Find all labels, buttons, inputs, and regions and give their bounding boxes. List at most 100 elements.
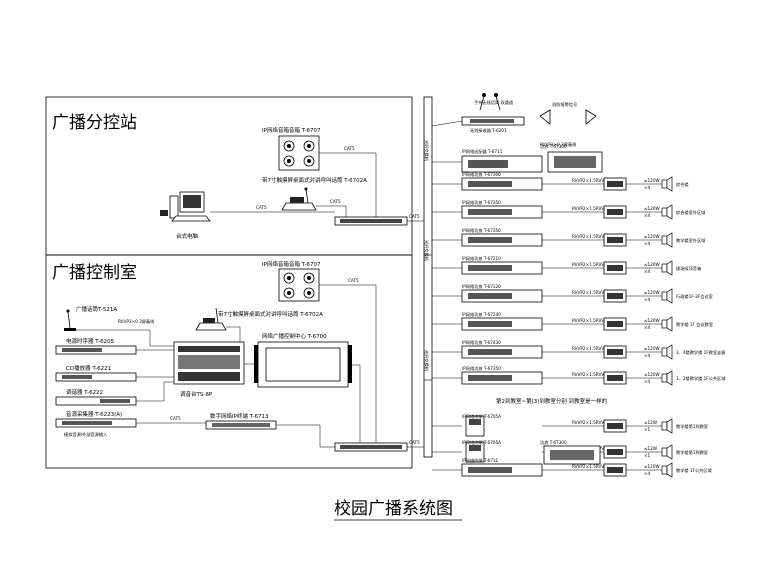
ctrl-paging-label: 带7寸触摸屏桌面式对讲呼叫话筒 T-6702A	[218, 310, 323, 318]
sub-switch	[334, 216, 408, 226]
zone-power-label: ≤120W	[644, 318, 660, 323]
zone-module-label: IP网络终端 T-6711	[462, 457, 499, 464]
speaker-cone-icon	[666, 462, 673, 478]
switch-top-label: 光纤交换机	[423, 140, 430, 162]
mixer-device	[173, 341, 245, 385]
trunk-switch-column: 光纤交换机 光纤交换机 光纤交换机	[423, 96, 433, 458]
zone-count-label: ×4	[644, 241, 651, 246]
ctrl-switch	[334, 442, 408, 452]
zone-count-label: ×4	[644, 185, 651, 190]
zone-power-label: ≤12W	[644, 420, 657, 425]
sub-cable-d: CAT5	[409, 214, 420, 219]
amp-bottom-label: 功放 T-6T300	[540, 439, 567, 446]
wireless-mic-label: 手持无线话筒 双通道	[474, 99, 514, 106]
zone-count-label: ×1	[644, 453, 651, 458]
ctrl-speaker-label: IP网络音箱音箱 T-6707	[262, 260, 321, 268]
sequencer-device	[55, 345, 137, 355]
zone-power-panel	[607, 423, 623, 429]
ipcodec-device	[55, 418, 137, 428]
zone-cable-label: RVVP2×1.5RVV线	[572, 371, 609, 377]
wireless-receiver	[461, 116, 525, 126]
ctrl-paging-console	[195, 307, 227, 331]
speaker-cone-icon	[666, 204, 673, 220]
zone-module-label: IP网络功放 T-67210	[462, 255, 501, 262]
zone-count-label: ×4	[644, 471, 651, 476]
zone-name-label: 综合楼	[676, 181, 689, 188]
zone-name-label: 教学楼 1F公共区域	[676, 467, 713, 474]
zone-power-panel	[607, 449, 623, 455]
mixer-label: 调音台TS-8P	[180, 390, 213, 398]
zone-module-panel	[468, 181, 512, 187]
zone-count-label: ×4	[644, 379, 651, 384]
zone-module-label: IP网络功放 T-67350	[462, 365, 501, 372]
speaker-cone-icon	[666, 444, 673, 460]
ctrl-speaker-pair	[278, 268, 320, 302]
sub-cable-a: CAT5	[344, 146, 355, 151]
zone-count-label: ×1	[644, 427, 651, 432]
switch-mid-label: 光纤交换机	[423, 240, 430, 262]
control-room-frame	[45, 254, 413, 469]
sequencer-label: 电源时序器 T-6205	[66, 337, 115, 345]
speaker-cone-icon	[666, 418, 673, 434]
speaker-icon	[661, 447, 668, 457]
zone-power-label: ≤120W	[644, 372, 660, 377]
zone-cable-label: RVVP2×1.5RVV线	[572, 289, 609, 295]
cd-player-device	[55, 372, 137, 382]
speaker-icon	[661, 465, 668, 475]
broadcast-note: 第2到教室~第(3)到教室分别 到教室是一样的	[496, 397, 608, 405]
control-room-heading: 广播控制室	[52, 263, 137, 283]
zone-power-label: ≤120W	[644, 206, 660, 211]
pc-label: 台式电脑	[176, 232, 199, 240]
pc-computer-icon	[160, 191, 211, 222]
zone-name-label: 教学楼室外区域	[676, 237, 706, 244]
zone-module-panel	[468, 265, 512, 271]
zone-power-label: ≤12W	[644, 446, 657, 451]
speaker-icon	[661, 179, 668, 189]
sub-speaker-label: IP网络音箱音箱 T-6707	[262, 126, 321, 134]
zone-power-label: ≤120W	[644, 262, 660, 267]
speaker-icon	[661, 319, 668, 329]
cable-note: RVVP3×0.3屏蔽线	[118, 318, 155, 325]
zone-count-label: ×4	[644, 297, 651, 302]
zone-power-label: ≤120W	[644, 178, 660, 183]
zone-module-panel	[468, 293, 512, 299]
zone-module-panel	[468, 209, 512, 215]
fire-alarm-horn-icons	[539, 109, 597, 125]
terminal-device	[205, 420, 277, 430]
ctrl-cable-c: CAT5	[409, 440, 420, 445]
ipcodec-sub: 模拟音源/外部音源输入	[64, 431, 108, 438]
zone-module-panel	[468, 321, 512, 327]
sub-cable-b: CAT5	[330, 199, 341, 204]
zone-module-label: IP网络功放 T-67120	[462, 283, 501, 290]
server-device	[254, 341, 352, 388]
wireless-mic-group	[479, 93, 501, 111]
cable-top-label: RVVP3×0.3屏蔽线	[540, 141, 577, 148]
zone-name-label: 教学楼第1到教室	[676, 449, 708, 456]
zone-count-label: ×4	[644, 213, 651, 218]
zone-power-panel	[607, 321, 623, 327]
zone-power-label: ≤120W	[644, 464, 660, 469]
diagram-title: 校园广播系统图	[334, 499, 453, 519]
zone-cable-label: RVVP2×1.5RVV线	[572, 463, 609, 469]
zone-name-label: 3、4楼教学楼 1F教室走廊	[676, 349, 725, 356]
zone-power-label: ≤120W	[644, 290, 660, 295]
ip-adapter-label: IP网络适配器 T-6711	[462, 148, 503, 155]
zone-module-label: IP网络功放 T-67430	[462, 339, 501, 346]
zone-power-label: ≤120W	[644, 346, 660, 351]
sub-cable-c: CAT5	[256, 205, 267, 210]
amp-top-device	[547, 151, 603, 173]
microphone-icon	[64, 309, 76, 331]
speaker-icon	[661, 421, 668, 431]
zone-cable-label: RVVP2×1.5RVV线	[572, 177, 609, 183]
zone-module-label: IP网络终端 T-6705A	[462, 439, 501, 446]
zone-power-panel	[607, 265, 623, 271]
zone-name-label: 教学楼 1F 会议教室	[676, 321, 713, 328]
zone-power-panel	[607, 293, 623, 299]
zone-power-panel	[607, 181, 623, 187]
speaker-cone-icon	[666, 370, 673, 386]
ctrl-cable-a: CAT5	[348, 278, 359, 283]
zone-count-label: ×4	[644, 353, 651, 358]
zone-cable-label: RVVP2×1.5RVV线	[572, 419, 609, 425]
speaker-cone-icon	[666, 288, 673, 304]
zone-module-panel	[468, 375, 512, 381]
